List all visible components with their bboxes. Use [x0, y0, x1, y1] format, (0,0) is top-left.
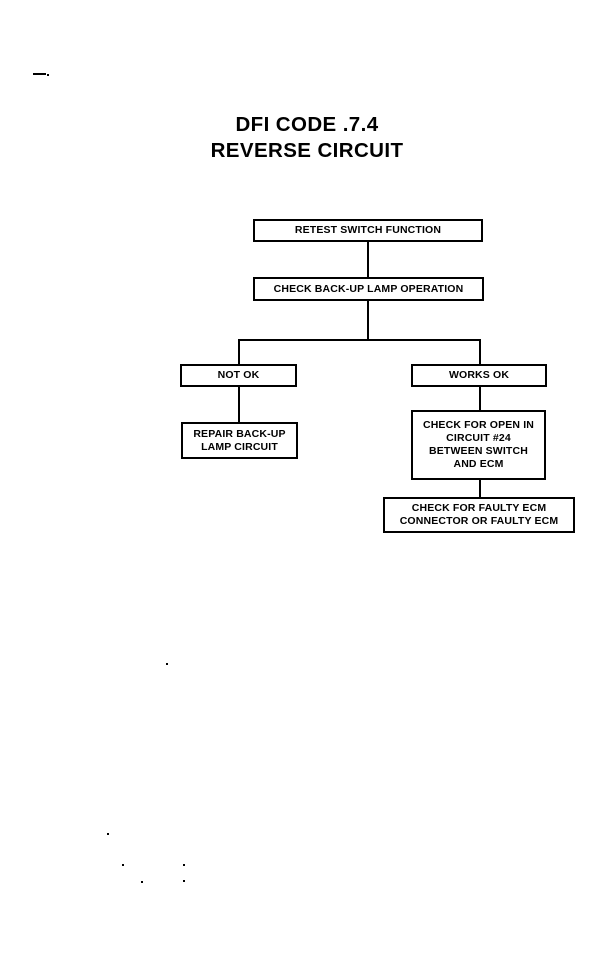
connector-retest-to-checklamp: [367, 242, 369, 277]
scan-artifact-dot: [122, 864, 124, 866]
scan-artifact-dot: [141, 881, 143, 883]
connector-split-to-notok: [238, 339, 240, 365]
scan-artifact-dot: [47, 74, 49, 76]
connector-worksok-to-checkopen: [479, 387, 481, 411]
connector-checkopen-to-faultyecm: [479, 480, 481, 498]
page-title: DFI CODE .7.4 REVERSE CIRCUIT: [0, 112, 614, 164]
flow-node-check-for-faulty-ecm: CHECK FOR FAULTY ECM CONNECTOR OR FAULTY…: [383, 497, 575, 533]
flow-node-check-for-open-circuit-24: CHECK FOR OPEN IN CIRCUIT #24 BETWEEN SW…: [411, 410, 546, 480]
scan-artifact-dot: [107, 833, 109, 835]
connector-notok-to-repair: [238, 387, 240, 423]
flow-node-not-ok: NOT OK: [180, 364, 297, 387]
flow-node-works-ok: WORKS OK: [411, 364, 547, 387]
flow-node-retest-switch-function: RETEST SWITCH FUNCTION: [253, 219, 483, 242]
scan-artifact-dot: [166, 663, 168, 665]
flow-node-check-backup-lamp-operation: CHECK BACK-UP LAMP OPERATION: [253, 277, 484, 301]
flow-node-repair-backup-lamp-circuit: REPAIR BACK-UP LAMP CIRCUIT: [181, 422, 298, 459]
title-line-code: DFI CODE .7.4: [235, 113, 379, 136]
scan-artifact-dot: [183, 864, 185, 866]
connector-split-to-worksok: [479, 339, 481, 365]
scan-artifact-dash: [33, 73, 46, 75]
scan-artifact-dot: [183, 880, 185, 882]
title-line-circuit: REVERSE CIRCUIT: [210, 139, 404, 162]
connector-split-bus: [238, 339, 481, 341]
connector-checklamp-to-split: [367, 301, 369, 340]
